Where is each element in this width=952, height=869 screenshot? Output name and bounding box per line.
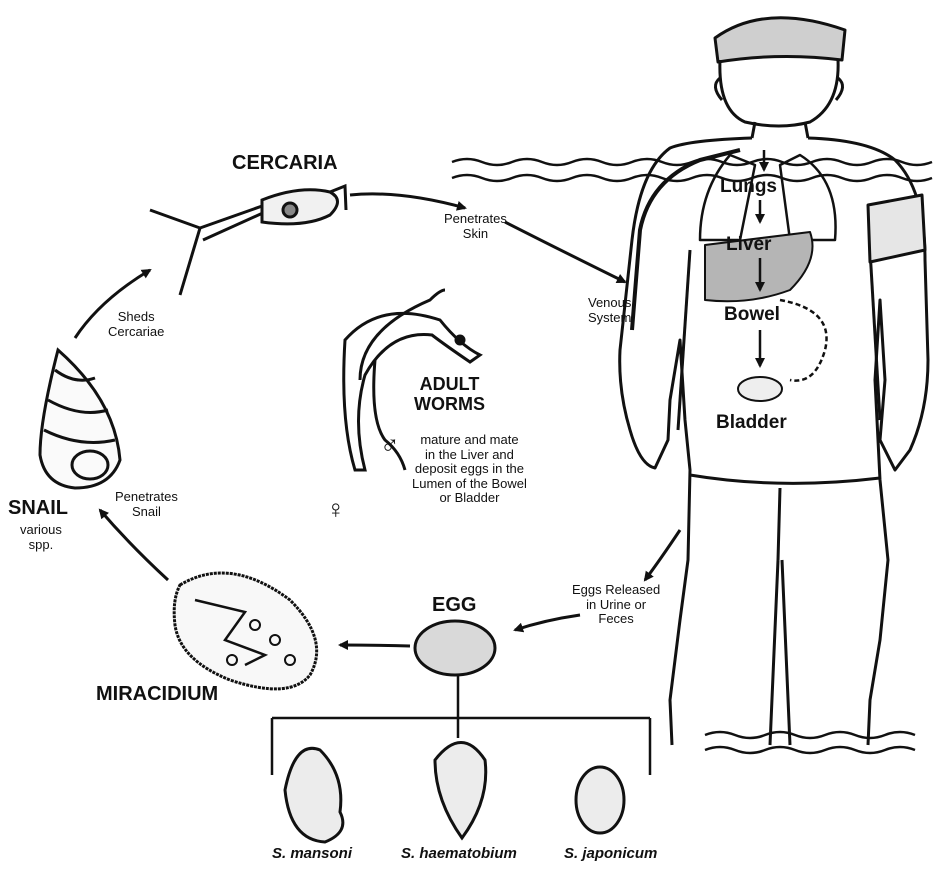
adult-desc-line5: or Bladder xyxy=(412,491,527,506)
label-snail-sub: various spp. xyxy=(20,523,62,552)
label-venous-system: Venous System xyxy=(588,296,631,325)
label-adult-description: mature and mate in the Liver and deposit… xyxy=(412,433,527,506)
arrow-eggs-to-egg xyxy=(515,615,580,630)
label-sheds-line2: Cercariae xyxy=(108,325,164,340)
adult-desc-line4: Lumen of the Bowel xyxy=(412,477,527,492)
label-adult-line2: WORMS xyxy=(414,394,485,414)
cercaria-illustration xyxy=(150,186,346,295)
label-venous-line2: System xyxy=(588,311,631,326)
egg-s-haematobium xyxy=(435,743,486,839)
label-cercaria: CERCARIA xyxy=(232,152,338,174)
adult-desc-line3: deposit eggs in the xyxy=(412,462,527,477)
label-eggs-released: Eggs Released in Urine or Feces xyxy=(572,583,660,627)
label-snail-title: SNAIL xyxy=(8,497,68,519)
label-miracidium: MIRACIDIUM xyxy=(96,683,218,705)
label-eggs-line1: Eggs Released xyxy=(572,583,660,598)
label-pen-snail-line2: Snail xyxy=(115,505,178,520)
arrow-skin-to-venous xyxy=(505,222,625,282)
lungs-shape xyxy=(700,155,836,240)
label-adult-worms: ADULT WORMS xyxy=(414,374,485,414)
female-symbol: ♀ xyxy=(326,495,346,524)
label-adult-line1: ADULT xyxy=(414,374,485,394)
label-penetrates-skin-line1: Penetrates xyxy=(444,212,507,227)
label-pen-snail-line1: Penetrates xyxy=(115,490,178,505)
label-species-haematobium: S. haematobium xyxy=(401,846,517,863)
adult-desc-line1: mature and mate xyxy=(412,433,527,448)
miracidium-illustration xyxy=(174,573,316,689)
egg-s-japonicum xyxy=(576,767,624,833)
label-penetrates-skin-line2: Skin xyxy=(444,227,507,242)
male-symbol: ♂ xyxy=(380,430,400,459)
egg-illustration xyxy=(415,621,495,675)
label-eggs-line2: in Urine or xyxy=(572,598,660,613)
label-snail-sub1: various xyxy=(20,523,62,538)
arrow-cercaria-to-skin xyxy=(350,194,465,208)
arrow-miracidium-to-snail xyxy=(100,510,168,580)
adult-desc-line2: in the Liver and xyxy=(412,448,527,463)
arrow-body-to-eggs xyxy=(645,530,680,580)
leg-split xyxy=(770,488,790,745)
label-penetrates-skin: Penetrates Skin xyxy=(444,212,507,241)
species-eggs xyxy=(285,743,624,843)
label-bladder: Bladder xyxy=(716,412,787,433)
bladder-shape xyxy=(738,377,782,401)
waist xyxy=(690,475,880,483)
water-surface-bottom xyxy=(705,732,915,753)
head xyxy=(720,60,838,126)
label-egg: EGG xyxy=(432,594,476,616)
label-eggs-line3: Feces xyxy=(572,612,660,627)
label-species-japonicum: S. japonicum xyxy=(564,846,657,863)
human-figure xyxy=(620,18,928,745)
label-snail: SNAIL xyxy=(8,497,68,519)
label-species-mansoni: S. mansoni xyxy=(272,846,352,863)
label-bowel: Bowel xyxy=(724,304,780,325)
label-lungs: Lungs xyxy=(720,176,777,197)
egg-s-mansoni xyxy=(285,748,343,842)
label-venous-line1: Venous xyxy=(588,296,631,311)
snail-illustration xyxy=(40,350,120,488)
cap xyxy=(715,18,845,62)
label-penetrates-snail: Penetrates Snail xyxy=(115,490,178,519)
armband xyxy=(868,195,925,262)
arrow-egg-to-miracidium xyxy=(340,645,410,646)
label-liver: Liver xyxy=(726,234,771,255)
label-snail-sub2: spp. xyxy=(20,538,62,553)
bowel-shape xyxy=(780,300,827,381)
label-sheds-line1: Sheds xyxy=(108,310,164,325)
label-sheds-cercariae: Sheds Cercariae xyxy=(108,310,164,339)
